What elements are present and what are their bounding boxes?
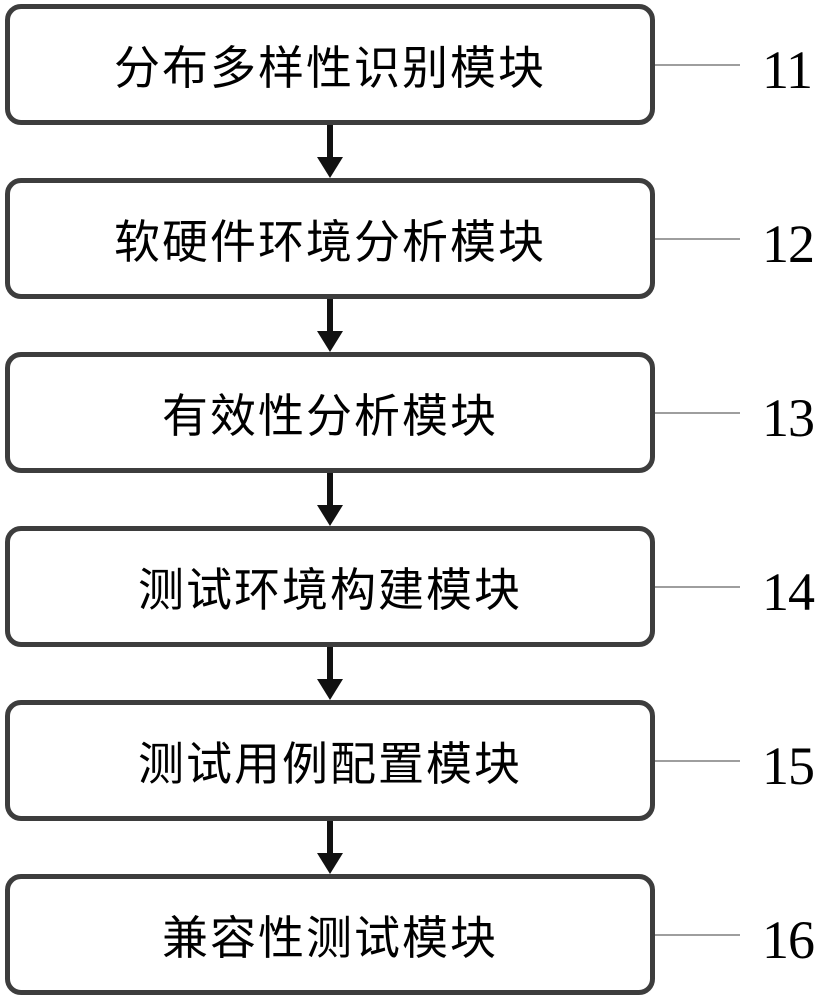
down-arrow-icon [317, 299, 343, 352]
module-row: 软硬件环境分析模块 12 [0, 178, 817, 299]
arrow-head [317, 853, 343, 874]
module-label: 有效性分析模块 [162, 390, 498, 442]
module-box-12: 软硬件环境分析模块 [5, 178, 655, 299]
module-label: 兼容性测试模块 [162, 912, 498, 964]
down-arrow-icon [317, 473, 343, 526]
leader-line [655, 411, 740, 414]
reference-number: 16 [762, 909, 815, 970]
module-row: 测试用例配置模块 15 [0, 700, 817, 821]
module-label: 分布多样性识别模块 [114, 42, 546, 94]
module-label: 测试环境构建模块 [138, 564, 522, 616]
module-box-16: 兼容性测试模块 [5, 874, 655, 995]
leader-line [655, 759, 740, 762]
arrow-head [317, 331, 343, 352]
arrow-head [317, 505, 343, 526]
module-box-13: 有效性分析模块 [5, 352, 655, 473]
module-row: 有效性分析模块 13 [0, 352, 817, 473]
module-box-11: 分布多样性识别模块 [5, 4, 655, 125]
leader-line [655, 933, 740, 936]
reference-number: 11 [762, 39, 813, 100]
flow-connector [0, 473, 817, 526]
down-arrow-icon [317, 647, 343, 700]
down-arrow-icon [317, 125, 343, 178]
module-box-14: 测试环境构建模块 [5, 526, 655, 647]
arrow-shaft [327, 125, 333, 158]
reference-number: 12 [762, 213, 815, 274]
arrow-shaft [327, 821, 333, 854]
leader-line [655, 585, 740, 588]
arrow-head [317, 157, 343, 178]
module-row: 分布多样性识别模块 11 [0, 4, 817, 125]
reference-number: 15 [762, 735, 815, 796]
module-label: 测试用例配置模块 [138, 738, 522, 790]
reference-number: 14 [762, 561, 815, 622]
module-label: 软硬件环境分析模块 [114, 216, 546, 268]
flow-connector [0, 125, 817, 178]
module-row: 兼容性测试模块 16 [0, 874, 817, 995]
leader-line [655, 237, 740, 240]
module-box-15: 测试用例配置模块 [5, 700, 655, 821]
flow-connector [0, 647, 817, 700]
module-row: 测试环境构建模块 14 [0, 526, 817, 647]
flow-connector [0, 299, 817, 352]
reference-number: 13 [762, 387, 815, 448]
leader-line [655, 63, 740, 66]
arrow-head [317, 679, 343, 700]
arrow-shaft [327, 299, 333, 332]
arrow-shaft [327, 473, 333, 506]
arrow-shaft [327, 647, 333, 680]
down-arrow-icon [317, 821, 343, 874]
flow-connector [0, 821, 817, 874]
